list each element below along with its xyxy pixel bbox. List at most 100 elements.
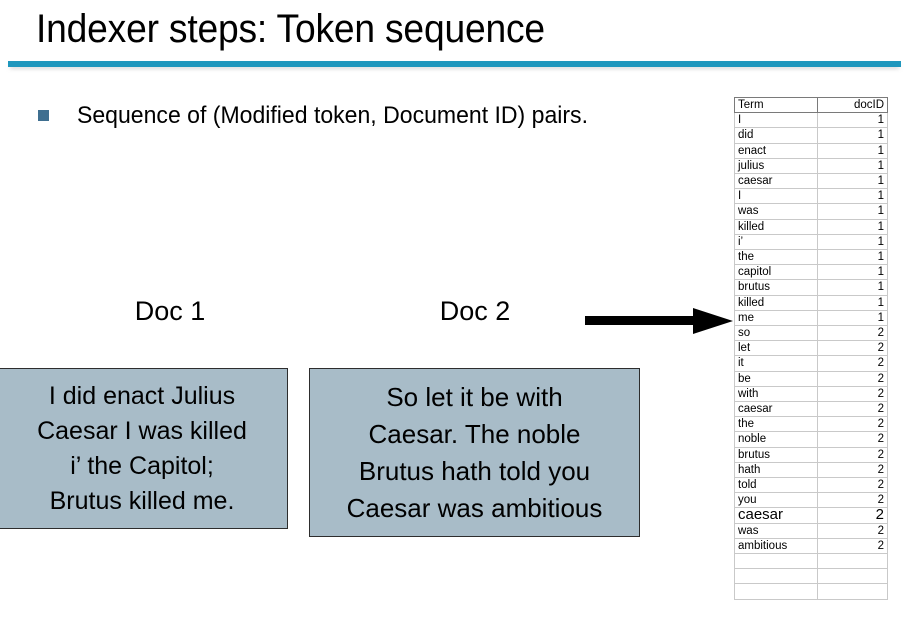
cell-term: capitol — [734, 264, 818, 281]
doc1-line-4: Brutus killed me. — [49, 486, 235, 515]
cell-docid: 2 — [817, 461, 888, 479]
cell-term: brutus — [734, 446, 818, 463]
doc2-line-4: Caesar was ambitious — [346, 492, 603, 523]
cell-docid: 1 — [817, 249, 888, 266]
cell-term: ambitious — [734, 537, 818, 555]
right-arrow-icon — [585, 308, 733, 334]
doc1-line-1: I did enact Julius — [48, 381, 236, 410]
table-header-row: Term docID — [734, 96, 888, 114]
cell-docid — [817, 553, 888, 570]
table-row-empty — [734, 553, 888, 570]
cell-docid: 2 — [817, 340, 888, 357]
cell-term: brutus — [734, 279, 818, 296]
title-underline-rule — [8, 61, 901, 67]
cell-docid — [817, 568, 888, 585]
cell-term: let — [734, 340, 818, 357]
cell-docid: 2 — [817, 477, 888, 494]
cell-term: killed — [734, 218, 818, 235]
table-row-empty — [734, 568, 888, 585]
cell-term: with — [734, 385, 818, 403]
cell-term: so — [734, 325, 818, 342]
cell-term — [734, 568, 818, 585]
cell-term: me — [734, 309, 818, 327]
cell-docid: 1 — [817, 264, 888, 281]
cell-term: caesar — [734, 173, 818, 190]
table-row-empty — [734, 583, 888, 600]
cell-docid: 1 — [817, 294, 888, 311]
cell-docid: 2 — [817, 416, 888, 433]
cell-docid: 1 — [817, 127, 888, 144]
cell-docid: 2 — [817, 370, 888, 387]
cell-docid: 1 — [817, 279, 888, 296]
cell-term: told — [734, 477, 818, 494]
doc2-line-1: So let it be with — [386, 381, 563, 412]
cell-docid: 1 — [817, 157, 888, 175]
cell-term: julius — [734, 157, 818, 175]
cell-term: I — [734, 188, 818, 205]
cell-docid: 2 — [817, 401, 888, 418]
cell-docid: 2 — [817, 537, 888, 555]
bullet-list-item: Sequence of (Modified token, Document ID… — [38, 101, 609, 131]
cell-term: enact — [734, 142, 818, 159]
page-title: Indexer steps: Token sequence — [36, 7, 545, 51]
cell-docid: 1 — [817, 188, 888, 205]
cell-docid: 2 — [817, 325, 888, 342]
doc2-text-box: So let it be with Caesar. The noble Brut… — [309, 368, 640, 537]
cell-term: the — [734, 416, 818, 433]
cell-docid — [817, 583, 888, 600]
cell-term: it — [734, 355, 818, 372]
doc1-text-box: I did enact Julius Caesar I was killed i… — [0, 368, 288, 529]
cell-term: caesar — [734, 401, 818, 418]
cell-term: hath — [734, 461, 818, 479]
cell-docid: 1 — [817, 112, 888, 129]
cell-docid: 1 — [817, 173, 888, 190]
doc1-line-2: Caesar I was killed — [37, 416, 247, 445]
cell-docid: 2 — [817, 431, 888, 448]
cell-term: noble — [734, 431, 818, 448]
cell-term: you — [734, 492, 818, 509]
cell-docid: 2 — [817, 385, 888, 403]
cell-docid: 2 — [817, 355, 888, 372]
cell-term: killed — [734, 294, 818, 311]
cell-term — [734, 553, 818, 570]
doc1-line-3: i’ the Capitol; — [70, 451, 214, 480]
cell-docid: 1 — [817, 142, 888, 159]
cell-docid: 2 — [817, 492, 888, 509]
cell-docid: 2 — [817, 522, 888, 539]
cell-term: did — [734, 127, 818, 144]
doc2-label: Doc 2 — [439, 296, 511, 326]
table-row: i’1 — [734, 233, 888, 251]
cell-term: I — [734, 112, 818, 129]
cell-term: the — [734, 249, 818, 266]
doc2-line-2: Caesar. The noble — [368, 418, 581, 449]
doc2-line-3: Brutus hath told you — [358, 455, 591, 486]
cell-term: caesar — [734, 507, 818, 524]
bullet-text: Sequence of (Modified token, Document ID… — [77, 102, 588, 129]
cell-term: was — [734, 522, 818, 539]
cell-term: was — [734, 203, 818, 220]
column-header-term: Term — [734, 96, 818, 114]
cell-docid: 1 — [817, 233, 888, 251]
